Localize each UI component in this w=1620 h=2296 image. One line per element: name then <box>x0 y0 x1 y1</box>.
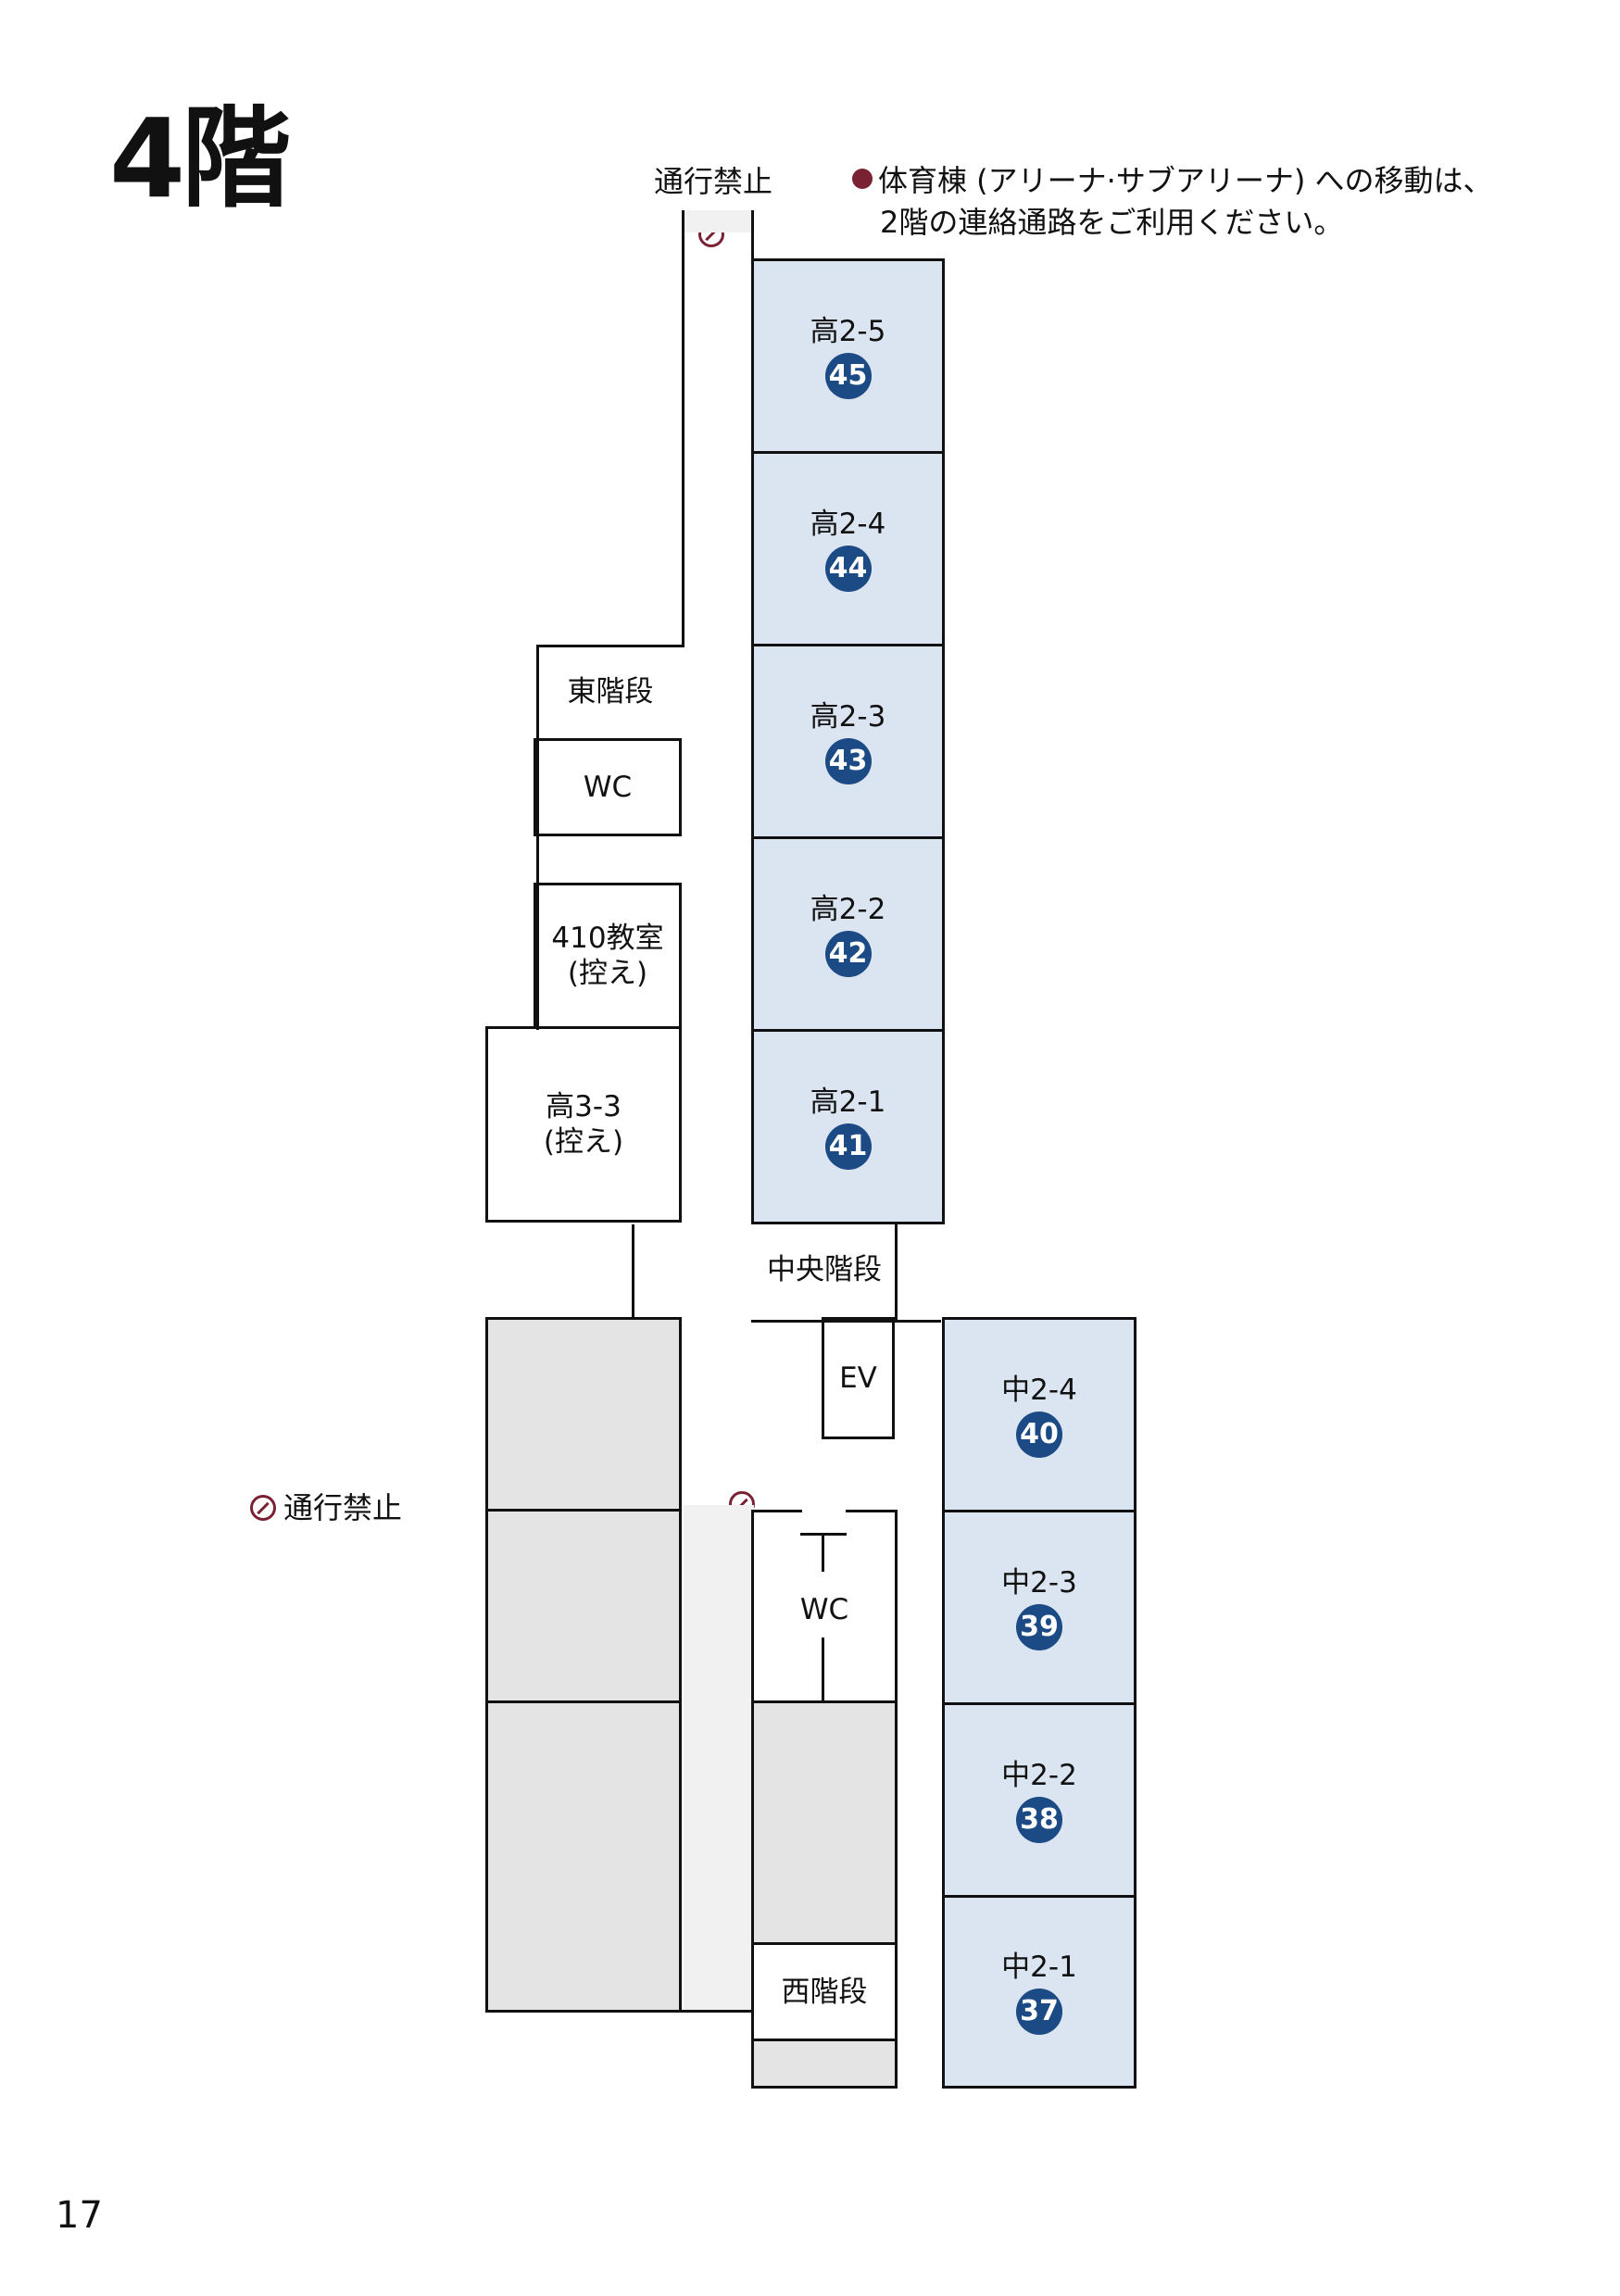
room-number-badge: 43 <box>824 737 872 784</box>
room-chuu-2-1: 中2-1 37 <box>942 1895 1137 2089</box>
wc-wall <box>846 1510 898 1512</box>
room-number-badge: 45 <box>824 352 872 399</box>
room-koukou-3-3-reserve: 高3-3 (控え) <box>485 1026 682 1223</box>
page-title: 4階 <box>109 94 291 222</box>
elevator: EV <box>822 1317 895 1439</box>
room-number-badge: 38 <box>1016 1796 1062 1843</box>
east-stairs-label: 東階段 <box>567 675 654 709</box>
notice-line-2: 2階の連絡通路をご利用ください。 <box>880 205 1344 240</box>
room-number-badge: 39 <box>1016 1603 1062 1650</box>
room-chuu-2-3: 中2-3 39 <box>942 1510 1137 1705</box>
wc-partition <box>822 1533 824 1572</box>
wc-wall <box>751 1510 754 1786</box>
corridor-wall <box>682 210 684 647</box>
room-k33-name: 高3-3 <box>546 1090 622 1123</box>
corridor-wall <box>751 210 754 261</box>
notice-line-1: 体育棟 (アリーナ·サブアリーナ) への移動は、 <box>878 163 1493 198</box>
room-410-note: (控え) <box>567 957 648 990</box>
room-number-badge: 41 <box>824 1123 872 1170</box>
unused-room <box>485 1317 682 1512</box>
wc-upper: WC <box>534 738 682 836</box>
room-name: 高2-3 <box>810 699 886 734</box>
corridor-wall <box>536 645 684 647</box>
wc-label: WC <box>583 771 633 804</box>
room-number-badge: 37 <box>1016 1988 1062 2035</box>
unused-room <box>751 2039 898 2089</box>
room-name: 高2-2 <box>810 892 886 926</box>
room-chuu-2-4: 中2-4 40 <box>942 1317 1137 1512</box>
room-koukou-2-1: 高2-1 41 <box>751 1029 945 1224</box>
corridor-wall <box>751 1945 754 2089</box>
central-stairs-label: 中央階段 <box>767 1253 882 1286</box>
room-koukou-2-4: 高2-4 44 <box>751 451 945 646</box>
room-410-name: 410教室 <box>551 922 664 955</box>
bullet-dot <box>852 169 873 189</box>
room-name: 中2-1 <box>1001 1950 1077 1984</box>
corridor-wall <box>751 1320 941 1323</box>
ev-label: EV <box>839 1361 877 1395</box>
no-entry-icon <box>250 1495 276 1521</box>
wc-partition <box>822 1637 824 1704</box>
room-name: 中2-2 <box>1001 1758 1077 1792</box>
unused-room <box>751 1700 898 1945</box>
unused-room <box>485 1700 682 2013</box>
room-number-badge: 40 <box>1016 1411 1062 1458</box>
unused-room <box>485 1509 682 1703</box>
room-k33-note: (控え) <box>543 1125 624 1159</box>
corridor-wall <box>682 2010 754 2013</box>
room-name: 中2-3 <box>1001 1565 1077 1600</box>
room-number-badge: 44 <box>824 545 872 592</box>
room-koukou-2-5: 高2-5 45 <box>751 258 945 454</box>
wc-wall <box>751 1510 802 1512</box>
corridor-wall <box>632 1224 634 1323</box>
no-entry-label-left: 通行禁止 <box>283 1490 403 1525</box>
no-entry-label-top: 通行禁止 <box>653 164 772 199</box>
no-entry-marker-left: 通行禁止 <box>250 1491 402 1524</box>
page-number: 17 <box>56 2194 103 2237</box>
corridor-restricted-top <box>684 210 754 232</box>
wc-lower-label: WC <box>799 1593 849 1626</box>
room-name: 高2-5 <box>810 314 886 348</box>
corridor-restricted-west <box>684 1505 754 2013</box>
room-number-badge: 42 <box>824 930 872 977</box>
room-name: 高2-4 <box>810 507 886 541</box>
room-410-reserve: 410教室 (控え) <box>534 883 682 1029</box>
notice: 体育棟 (アリーナ·サブアリーナ) への移動は、 2階の連絡通路をご利用ください… <box>852 160 1493 244</box>
corridor-wall <box>536 645 539 1030</box>
corridor-wall <box>895 1224 898 1323</box>
room-chuu-2-2: 中2-2 38 <box>942 1702 1137 1898</box>
west-stairs-label: 西階段 <box>781 1976 868 2009</box>
room-name: 高2-1 <box>810 1085 886 1119</box>
room-name: 中2-4 <box>1001 1373 1077 1407</box>
room-koukou-2-3: 高2-3 43 <box>751 644 945 839</box>
room-koukou-2-2: 高2-2 42 <box>751 836 945 1032</box>
